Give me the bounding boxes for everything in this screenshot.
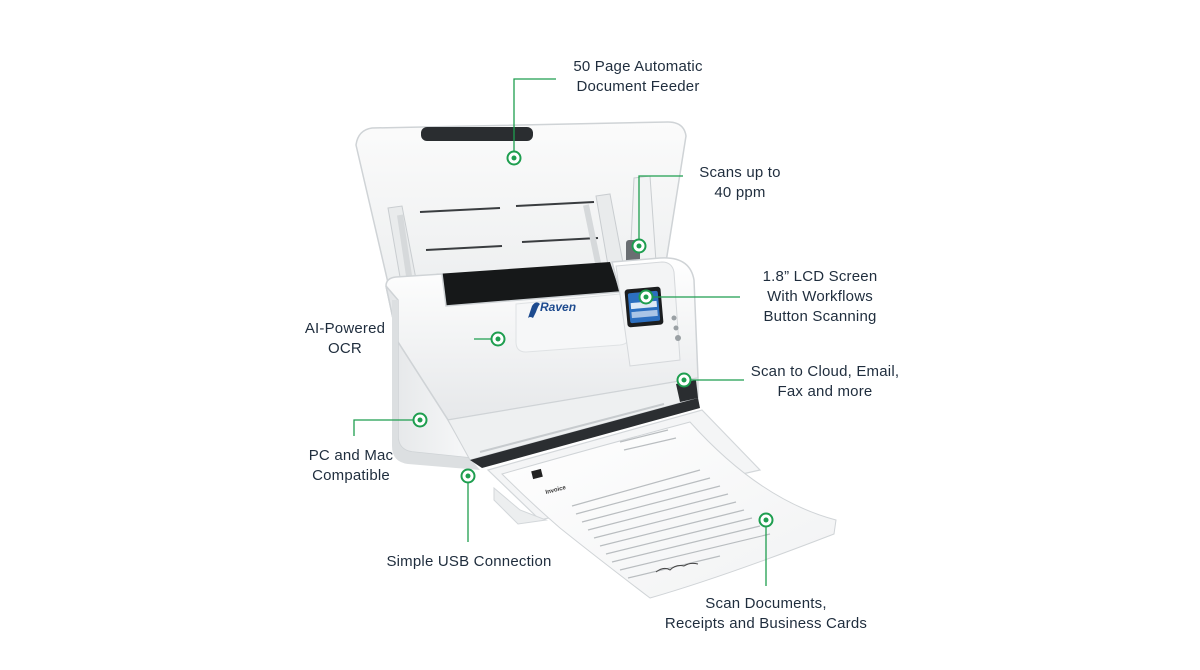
- callout-docs-line: Scan Documents,: [705, 595, 827, 612]
- raven-logo: Raven: [528, 300, 576, 318]
- callout-feeder-line: Document Feeder: [576, 78, 700, 95]
- scanned-document: Invoice: [501, 421, 837, 599]
- callout-speed-line: Scans up to: [699, 164, 781, 181]
- callout-lcd-line: 1.8” LCD Screen: [762, 268, 878, 285]
- callout-ocr: AI-Powered OCR: [285, 319, 405, 359]
- marker-compat-icon: [412, 412, 428, 428]
- callout-speed: Scans up to 40 ppm: [680, 163, 800, 203]
- marker-ocr-icon: [490, 331, 506, 347]
- scanner-body: Raven: [385, 257, 700, 470]
- callout-compat-line: PC and Mac: [308, 447, 394, 464]
- callout-lines: [353, 78, 767, 586]
- callout-docs-line: Receipts and Business Cards: [664, 615, 868, 632]
- callout-lcd-line: Button Scanning: [763, 308, 877, 325]
- callout-compat-line: Compatible: [312, 467, 390, 484]
- callout-cloud-line: Scan to Cloud, Email,: [750, 363, 900, 380]
- callout-speed-line: 40 ppm: [714, 184, 766, 201]
- callout-cloud-line: Fax and more: [777, 383, 873, 400]
- document-title: Invoice: [545, 485, 567, 496]
- button-icon[interactable]: [671, 315, 677, 321]
- callout-feeder-line: 50 Page Automatic: [573, 58, 703, 75]
- callout-usb-line: Simple USB Connection: [386, 553, 552, 570]
- callout-cloud: Scan to Cloud, Email, Fax and more: [735, 362, 915, 402]
- callout-ocr-line: OCR: [328, 340, 362, 357]
- button-icon[interactable]: [673, 325, 679, 331]
- marker-usb-icon: [460, 468, 476, 484]
- callout-lcd-line: With Workflows: [767, 288, 873, 305]
- callout-lcd: 1.8” LCD Screen With Workflows Button Sc…: [740, 267, 900, 327]
- marker-speed-icon: [631, 238, 647, 254]
- tray-handle: [421, 127, 533, 141]
- callout-compat: PC and Mac Compatible: [291, 446, 411, 486]
- brand-logo-text: Raven: [540, 300, 576, 314]
- marker-lcd-icon: [638, 289, 654, 305]
- power-button-icon[interactable]: [675, 335, 681, 341]
- callout-usb: Simple USB Connection: [379, 552, 559, 572]
- marker-docs-icon: [758, 512, 774, 528]
- callout-ocr-line: AI-Powered: [304, 320, 386, 337]
- marker-feeder-icon: [506, 150, 522, 166]
- callout-docs: Scan Documents, Receipts and Business Ca…: [656, 594, 876, 634]
- marker-cloud-icon: [676, 372, 692, 388]
- callout-feeder: 50 Page Automatic Document Feeder: [548, 57, 728, 97]
- callout-markers: [412, 150, 774, 528]
- signature: [655, 562, 699, 573]
